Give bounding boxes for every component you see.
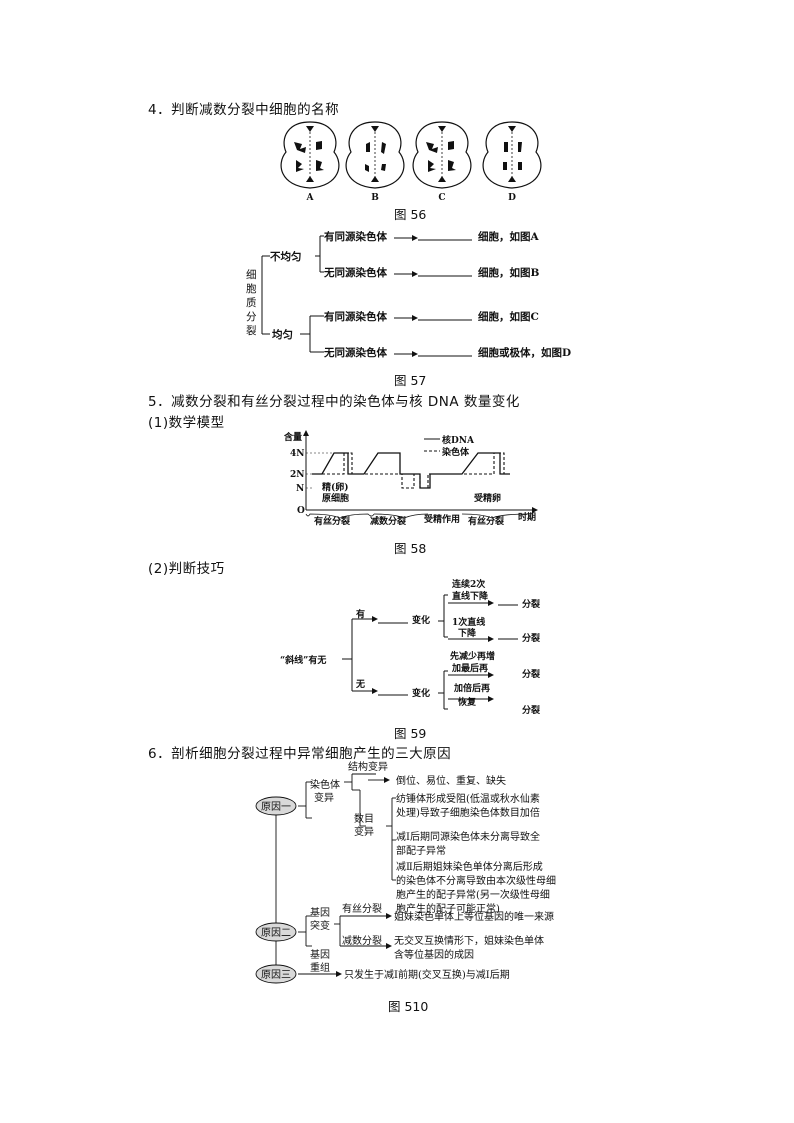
flow-opt1a: 连续2次 <box>452 578 485 590</box>
tick-2n: 2N <box>290 470 305 480</box>
meiosis-d2: 含等位基因的成因 <box>394 948 474 961</box>
abnormal-cell-causes-diagram: 原因一 原因二 原因三 染色体 变异 结构变异 倒位、易位、重复、缺失 数目 变… <box>255 760 556 984</box>
num-a1: 纺锤体形成受阻(低温或秋水仙素 <box>396 792 540 805</box>
phase-meiosis: 减数分裂 <box>370 515 406 527</box>
gene-mut-2: 突变 <box>310 919 330 932</box>
recomb-1: 基因 <box>310 948 330 961</box>
phase-mitosis-2: 有丝分裂 <box>468 515 504 527</box>
flow-opt3a: 先减少再增 <box>450 650 495 662</box>
tree-uneven: 不均匀 <box>270 250 302 263</box>
gene-mut-1: 基因 <box>310 906 330 919</box>
series-chromosome-line <box>312 452 510 489</box>
reason-2-node <box>255 922 297 942</box>
tree-root-char-2: 胞 <box>246 283 257 295</box>
label-cell: 精(卵) <box>322 481 349 493</box>
tree-root-char-3: 质 <box>246 297 257 309</box>
reason-3-label: 原因三 <box>261 969 291 981</box>
figure-58-caption: 图 58 <box>394 541 427 556</box>
flow-change-2: 变化 <box>412 687 430 699</box>
phase-fertilization: 受精作用 <box>424 513 460 525</box>
meiosis-d1: 无交叉互换情形下，姐妹染色单体 <box>394 934 544 947</box>
chart-xlabel: 时期 <box>518 511 536 523</box>
chrom-var-1: 染色体 <box>310 778 340 791</box>
chart-ylabel: 含量 <box>283 431 302 443</box>
flow-opt4b: 恢复 <box>458 696 477 708</box>
cell-label-a: A <box>306 193 315 203</box>
meiosis-label: 减数分裂 <box>342 934 382 947</box>
series-dna-line <box>312 452 510 489</box>
slope-judgment-flowchart: “斜线”有无 有 无 变化 变化 连续2次 直线下降 1次直线 下降 先减少再增… <box>280 578 540 716</box>
flow-root: “斜线”有无 <box>280 654 326 666</box>
flow-opt3b: 加最后再 <box>451 662 488 674</box>
cell-label-c: C <box>438 193 445 203</box>
tree-root-char-1: 细 <box>246 268 257 281</box>
section-5-heading: 5．减数分裂和有丝分裂过程中的染色体与核 DNA 数量变化 <box>148 394 520 410</box>
figure-510-caption: 图 510 <box>388 999 429 1014</box>
tree-row4-right: 细胞或极体，如图D <box>478 346 571 359</box>
tree-root-char-4: 分 <box>246 311 257 323</box>
mitosis-detail: 姐妹染色单体上等位基因的唯一来源 <box>394 910 554 923</box>
flow-change-1: 变化 <box>412 614 430 626</box>
chrom-var-2: 变异 <box>314 791 334 804</box>
tree-row2-right: 细胞，如图B <box>478 266 539 279</box>
tree-row3-right: 细胞，如图C <box>478 310 539 323</box>
dna-chromosome-chart: 含量 4N 2N N O 精(卵) 原细胞 受精卵 时期 有丝分裂 减数分裂 受… <box>283 430 538 527</box>
flow-opt2a: 1次直线 <box>452 616 485 628</box>
flow-none: 无 <box>355 679 365 690</box>
cell-diagrams: A B C D <box>280 121 542 203</box>
cell-label-b: B <box>371 193 379 203</box>
reason-1-label: 原因一 <box>261 801 291 813</box>
tree-row2-left: 无同源染色体 <box>323 266 387 279</box>
cytoplasm-division-tree: 细 胞 质 分 裂 不均匀 均匀 有同源染色体 无同源染色体 有同源染色体 无同… <box>246 230 571 359</box>
num-var-1: 数目 <box>354 812 374 825</box>
subheading-math-model: (1)数学模型 <box>148 415 225 431</box>
label-zygote: 受精卵 <box>474 492 501 504</box>
reason-1-node <box>255 796 297 816</box>
tick-o: O <box>297 506 305 516</box>
figure-57-caption: 图 57 <box>394 373 427 388</box>
num-b1: 减Ⅰ后期同源染色体未分离导致全 <box>396 830 540 843</box>
tree-even: 均匀 <box>272 328 293 341</box>
num-var-2: 变异 <box>354 825 374 838</box>
subheading-judgment-tips: (2)判断技巧 <box>148 561 225 577</box>
mitosis-label: 有丝分裂 <box>342 902 382 915</box>
flow-result-3: 分裂 <box>522 668 540 680</box>
num-c2: 的染色体不分离导致由本次级性母细 <box>396 874 556 887</box>
num-a2: 处理)导致子细胞染色体数目加倍 <box>396 806 540 819</box>
legend-dna: 核DNA <box>442 434 475 446</box>
figure-56-caption: 图 56 <box>394 207 427 222</box>
recomb-2: 重组 <box>310 961 330 974</box>
flow-has: 有 <box>356 608 365 620</box>
struct-var: 结构变异 <box>348 760 388 773</box>
flow-result-1: 分裂 <box>522 598 540 610</box>
flow-opt4a: 加倍后再 <box>453 682 490 694</box>
tick-n: N <box>296 484 304 494</box>
tree-row1-right: 细胞，如图A <box>478 230 539 243</box>
tree-row3-left: 有同源染色体 <box>324 310 387 323</box>
flow-opt1b: 直线下降 <box>452 590 489 602</box>
num-c1: 减Ⅱ后期姐妹染色单体分离后形成 <box>396 860 543 873</box>
flow-opt2b: 下降 <box>458 627 477 639</box>
tick-4n: 4N <box>290 449 305 459</box>
num-c4: 胞产生的配子可能正常) <box>396 902 500 915</box>
tree-row1-left: 有同源染色体 <box>324 230 387 243</box>
tree-root-char-5: 裂 <box>246 324 257 337</box>
struct-detail: 倒位、易位、重复、缺失 <box>396 774 506 787</box>
flow-result-2: 分裂 <box>522 632 540 644</box>
legend-chromosome: 染色体 <box>441 446 470 458</box>
tree-row4-left: 无同源染色体 <box>323 346 387 359</box>
recomb-detail: 只发生于减Ⅰ前期(交叉互换)与减Ⅰ后期 <box>344 968 510 981</box>
section-4-heading: 4．判断减数分裂中细胞的名称 <box>148 102 340 118</box>
flow-result-4: 分裂 <box>522 704 540 716</box>
section-6-heading: 6．剖析细胞分裂过程中异常细胞产生的三大原因 <box>148 746 452 762</box>
num-b2: 部配子异常 <box>396 844 446 857</box>
num-c3: 胞产生的配子异常(另一次级性母细 <box>396 888 550 901</box>
reason-2-label: 原因二 <box>261 927 291 939</box>
label-cell2: 原细胞 <box>322 492 349 504</box>
cell-label-d: D <box>508 193 516 203</box>
reason-3-node <box>255 964 297 984</box>
figure-59-caption: 图 59 <box>394 726 427 741</box>
